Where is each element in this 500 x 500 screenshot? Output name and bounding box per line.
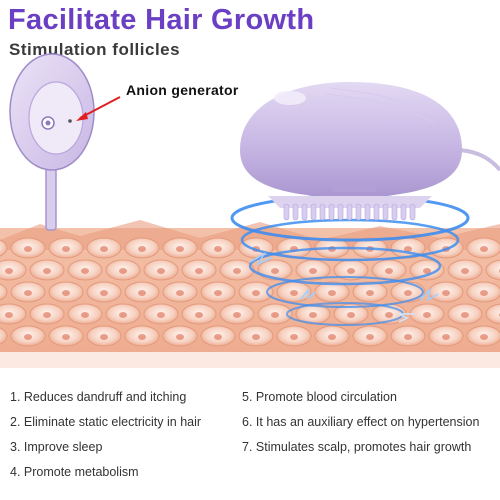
feature-item: 5. Promote blood circulation bbox=[242, 390, 397, 404]
anion-generator-label: Anion generator bbox=[126, 82, 239, 98]
product-illustration bbox=[0, 53, 500, 368]
feature-item: 3. Improve sleep bbox=[10, 440, 103, 454]
scalp-massager-device bbox=[240, 82, 500, 221]
anion-callout-arrow bbox=[76, 96, 121, 121]
page-title: Facilitate Hair Growth bbox=[8, 4, 315, 36]
feature-item: 7. Stimulates scalp, promotes hair growt… bbox=[242, 440, 472, 454]
skin-tissue bbox=[0, 220, 500, 368]
device-back-view bbox=[9, 53, 95, 231]
feature-item: 1. Reduces dandruff and itching bbox=[10, 390, 187, 404]
feature-item: 6. It has an auxiliary effect on hyperte… bbox=[242, 415, 480, 429]
feature-item: 2. Eliminate static electricity in hair bbox=[10, 415, 202, 429]
features-list: 1. Reduces dandruff and itching 2. Elimi… bbox=[10, 384, 498, 494]
feature-item: 4. Promote metabolism bbox=[10, 465, 139, 479]
